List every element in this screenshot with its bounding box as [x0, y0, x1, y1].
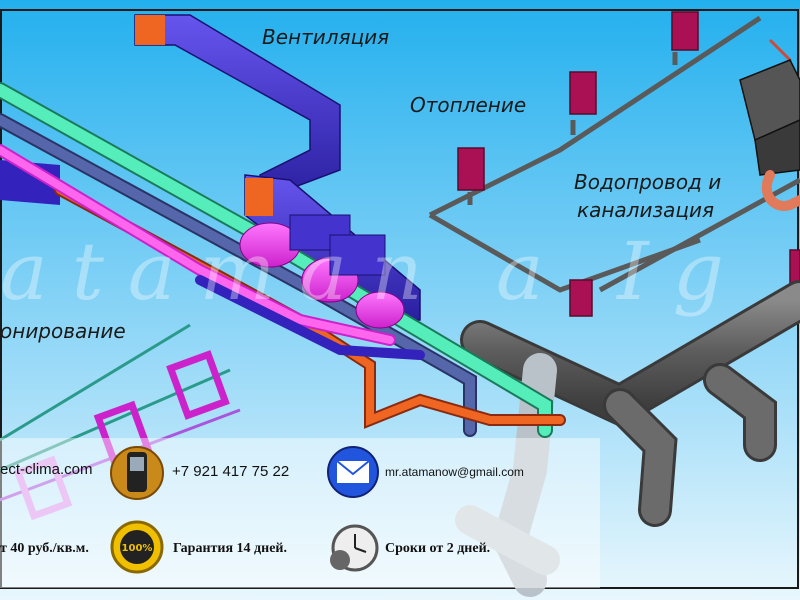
- toilet: [739, 59, 800, 211]
- email-envelope-icon: [327, 446, 379, 498]
- mobile-phone-icon: [110, 446, 164, 500]
- label-heating: Отопление: [410, 93, 527, 117]
- label-water-line2: канализация: [577, 198, 714, 222]
- contact-term: Сроки от 2 дней.: [385, 541, 491, 556]
- label-water-line1: Водопровод и: [574, 170, 722, 194]
- contact-email[interactable]: mr.atamanow@gmail.com: [385, 465, 524, 479]
- seal-text: 100%: [122, 543, 153, 554]
- contact-guarantee: Гарантия 14 дней.: [173, 541, 287, 556]
- contact-price: т 40 руб./кв.м.: [0, 541, 89, 556]
- guarantee-seal-icon: 100%: [110, 520, 164, 574]
- fan-units: [239, 214, 405, 329]
- heating-network: [428, 15, 800, 293]
- contact-website[interactable]: ect-clima.com: [0, 461, 93, 478]
- stopwatch-icon: [330, 524, 379, 572]
- contact-panel: [0, 438, 600, 588]
- label-conditioning: онирование: [0, 319, 126, 343]
- contact-phone[interactable]: +7 921 417 75 22: [172, 463, 290, 480]
- service-pipes: [0, 82, 566, 438]
- label-ventilation: Вентиляция: [262, 25, 390, 49]
- radiators: [457, 11, 800, 317]
